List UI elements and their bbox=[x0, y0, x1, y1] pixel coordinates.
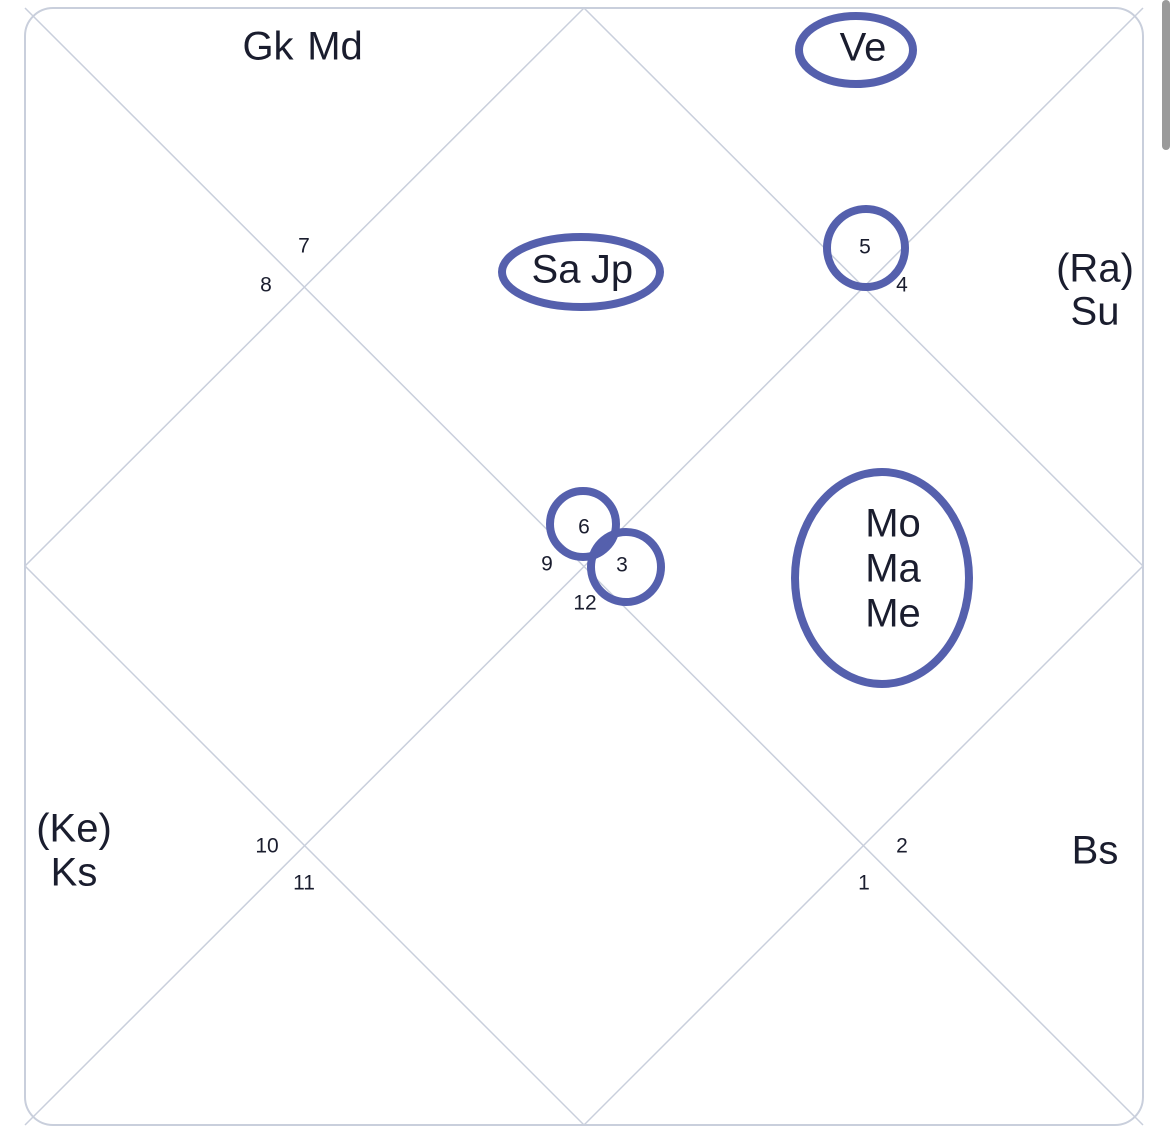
house-number-5: 5 bbox=[859, 236, 871, 259]
planet-label: Me bbox=[865, 592, 921, 636]
planet-label: Su bbox=[1071, 290, 1120, 334]
house-number-8: 8 bbox=[260, 274, 272, 297]
highlight-ring bbox=[791, 468, 973, 688]
scrollbar[interactable] bbox=[1162, 0, 1170, 150]
planet-label: Ks bbox=[51, 851, 98, 895]
house-number-12: 12 bbox=[573, 592, 596, 615]
diagonal-line bbox=[24, 7, 1144, 1126]
house-number-6: 6 bbox=[578, 516, 590, 539]
highlight-ring bbox=[823, 205, 909, 291]
planet-label: Jp bbox=[591, 248, 633, 292]
house-number-4: 4 bbox=[896, 274, 908, 297]
house-number-1: 1 bbox=[858, 872, 870, 895]
planet-label: Ma bbox=[865, 547, 921, 591]
highlight-ring bbox=[498, 233, 664, 311]
planet-label: Bs bbox=[1072, 829, 1119, 873]
house-number-7: 7 bbox=[298, 235, 310, 258]
inner-diamond bbox=[23, 6, 1145, 1127]
house-number-9: 9 bbox=[541, 553, 553, 576]
planet-label: Mo bbox=[865, 502, 921, 546]
house-number-10: 10 bbox=[255, 835, 278, 858]
planet-label: (Ke) bbox=[36, 807, 112, 851]
house-number-3: 3 bbox=[616, 554, 628, 577]
highlight-ring bbox=[546, 487, 620, 561]
planet-label: Sa bbox=[532, 248, 582, 292]
house-number-2: 2 bbox=[896, 835, 908, 858]
house-number-11: 11 bbox=[293, 872, 315, 895]
planet-label: Ve bbox=[840, 26, 887, 70]
planet-label: Md bbox=[307, 25, 363, 69]
highlight-ring bbox=[587, 528, 665, 606]
planet-label: (Ra) bbox=[1056, 247, 1134, 291]
highlight-ring bbox=[795, 12, 917, 88]
planet-label: Gk bbox=[242, 25, 294, 69]
